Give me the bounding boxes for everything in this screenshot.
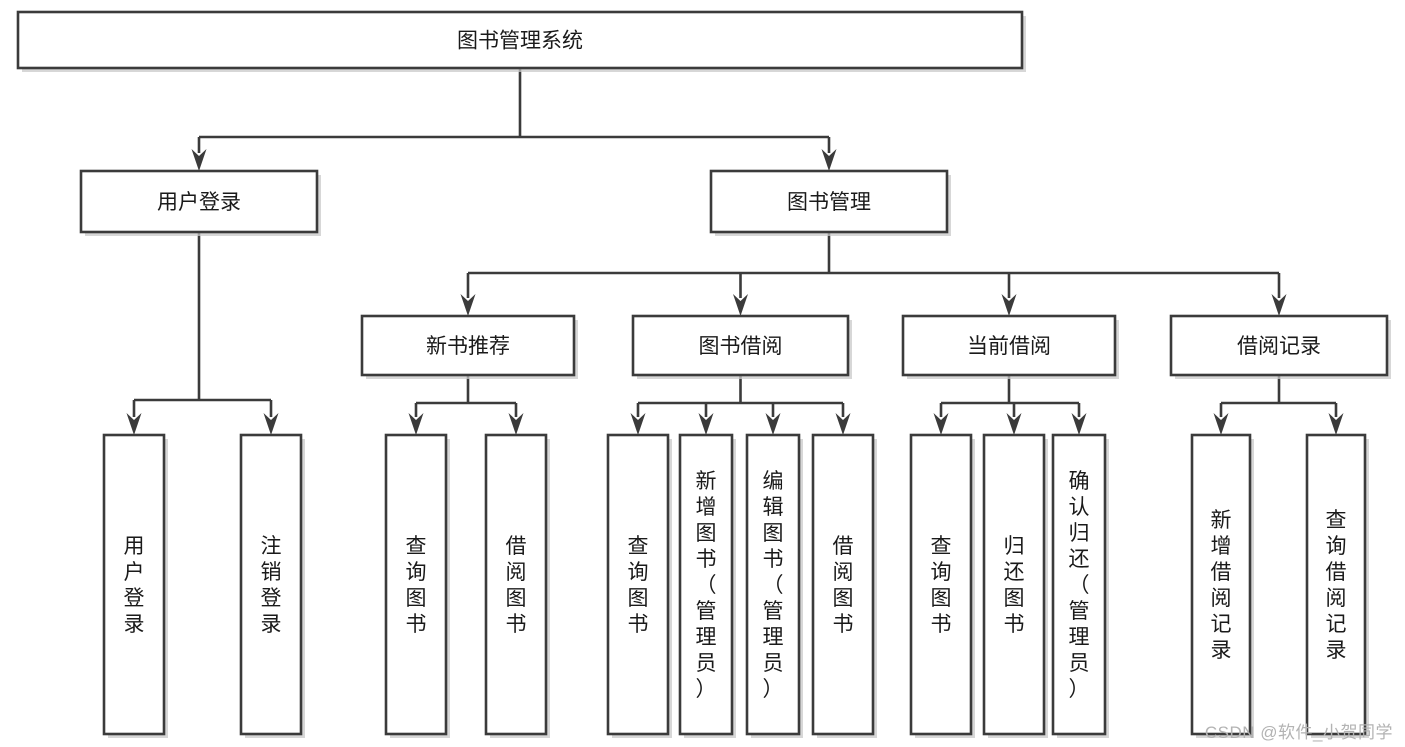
node-box[interactable] — [79, 169, 319, 234]
node-label: 借阅图书 — [506, 535, 527, 636]
node-box[interactable] — [901, 314, 1117, 377]
connector-group-newbook — [408, 375, 524, 435]
node-label: 注销登录 — [261, 535, 282, 636]
node-box[interactable] — [1305, 433, 1367, 736]
node-leaf-user-logout[interactable]: 注销登录 — [239, 433, 305, 738]
node-bookmgmt[interactable]: 图书管理 — [709, 169, 951, 236]
arrow-head-icon — [1001, 294, 1017, 316]
node-box[interactable] — [239, 433, 303, 736]
connector-group-root — [191, 68, 837, 171]
node-leaf-borrow-book-2[interactable]: 借阅图书 — [811, 433, 877, 738]
connector-group-login — [126, 232, 279, 435]
node-label: 查询图书 — [406, 535, 427, 636]
node-box[interactable] — [484, 433, 548, 736]
node-label: 图书借阅 — [699, 335, 783, 358]
arrow-head-icon — [263, 413, 279, 435]
node-leaf-borrow-book-1[interactable]: 借阅图书 — [484, 433, 550, 738]
node-box[interactable] — [678, 433, 734, 736]
arrow-head-icon — [733, 294, 748, 316]
node-box[interactable] — [745, 433, 801, 736]
node-box[interactable] — [360, 314, 576, 377]
node-box[interactable] — [811, 433, 875, 736]
arrow-head-icon — [126, 413, 142, 435]
node-label: 图书管理系统 — [457, 30, 583, 53]
node-leaf-return-book[interactable]: 归还图书 — [982, 433, 1048, 738]
node-label: 编辑图书（管理员） — [763, 470, 784, 701]
node-label: 确认归还（管理员） — [1069, 470, 1090, 701]
node-label: 借阅记录 — [1237, 335, 1321, 358]
arrow-head-icon — [821, 149, 837, 171]
node-box[interactable] — [631, 314, 850, 377]
node-leaf-user-login[interactable]: 用户登录 — [102, 433, 168, 738]
connector-group-bookmgmt — [460, 232, 1287, 316]
node-box[interactable] — [384, 433, 448, 736]
node-leaf-confirm-return[interactable]: 确认归还（管理员） — [1051, 433, 1109, 738]
node-newbook[interactable]: 新书推荐 — [360, 314, 578, 379]
node-box[interactable] — [709, 169, 949, 234]
connector-group-records — [1213, 375, 1344, 435]
arrow-head-icon — [408, 413, 424, 435]
node-label: 新增借阅记录 — [1211, 509, 1232, 662]
node-box[interactable] — [982, 433, 1046, 736]
node-box[interactable] — [102, 433, 166, 736]
node-borrow[interactable]: 图书借阅 — [631, 314, 852, 379]
connector-group-current — [933, 375, 1087, 435]
node-current[interactable]: 当前借阅 — [901, 314, 1119, 379]
node-label: 当前借阅 — [967, 335, 1051, 358]
node-leaf-edit-book[interactable]: 编辑图书（管理员） — [745, 433, 803, 738]
node-label: 用户登录 — [124, 535, 145, 636]
arrow-head-icon — [835, 413, 851, 435]
node-leaf-add-book[interactable]: 新增图书（管理员） — [678, 433, 736, 738]
arrow-head-icon — [1328, 413, 1344, 435]
node-records[interactable]: 借阅记录 — [1169, 314, 1391, 379]
node-box[interactable] — [1051, 433, 1107, 736]
node-label: 查询图书 — [628, 535, 649, 636]
arrow-head-icon — [698, 413, 714, 435]
node-box[interactable] — [909, 433, 973, 736]
node-label: 归还图书 — [1004, 535, 1025, 636]
node-label: 新书推荐 — [426, 335, 510, 358]
arrow-head-icon — [765, 413, 781, 435]
arrow-head-icon — [1006, 413, 1022, 435]
node-label: 查询图书 — [931, 535, 952, 636]
node-box[interactable] — [1169, 314, 1389, 377]
arrow-head-icon — [460, 294, 476, 316]
node-leaf-query-book-2[interactable]: 查询图书 — [606, 433, 672, 738]
connector-group-borrow — [630, 375, 851, 435]
node-layer: 图书管理系统用户登录图书管理新书推荐图书借阅当前借阅借阅记录用户登录注销登录查询… — [16, 10, 1391, 738]
csdn-watermark: CSDN @软件_小贺同学 — [1204, 723, 1393, 742]
node-label: 查询借阅记录 — [1326, 509, 1347, 662]
node-leaf-query-book-3[interactable]: 查询图书 — [909, 433, 975, 738]
node-label: 新增图书（管理员） — [696, 470, 717, 701]
node-leaf-add-record[interactable]: 新增借阅记录 — [1190, 433, 1254, 738]
connector-layer — [126, 68, 1344, 435]
arrow-head-icon — [1213, 413, 1229, 435]
node-label: 借阅图书 — [833, 535, 854, 636]
arrow-head-icon — [191, 149, 207, 171]
node-root[interactable]: 图书管理系统 — [16, 10, 1026, 72]
node-leaf-query-record[interactable]: 查询借阅记录 — [1305, 433, 1369, 738]
arrow-head-icon — [1071, 413, 1087, 435]
node-label: 用户登录 — [157, 191, 241, 214]
node-login[interactable]: 用户登录 — [79, 169, 321, 236]
arrow-head-icon — [630, 413, 646, 435]
node-box[interactable] — [16, 10, 1024, 70]
node-leaf-query-book-1[interactable]: 查询图书 — [384, 433, 450, 738]
node-box[interactable] — [606, 433, 670, 736]
arrow-head-icon — [1271, 294, 1287, 316]
node-label: 图书管理 — [787, 191, 871, 214]
arrow-head-icon — [933, 413, 949, 435]
node-box[interactable] — [1190, 433, 1252, 736]
arrow-head-icon — [508, 413, 524, 435]
